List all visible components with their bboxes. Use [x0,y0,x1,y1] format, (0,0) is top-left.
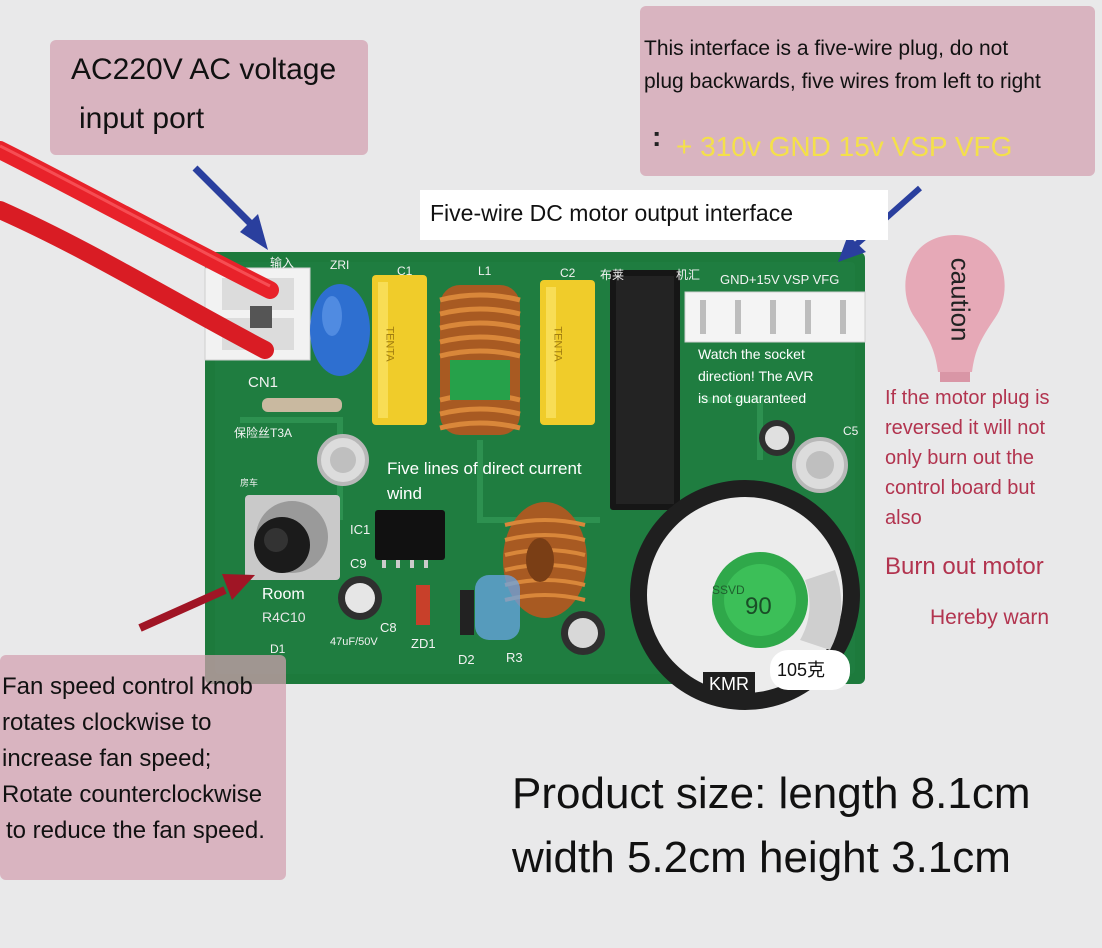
silk-jihui: 机汇 [676,268,701,282]
silk-input: 输入 [270,256,295,270]
inductor-2 [503,502,587,618]
silk-connector: GND+15V VSP VFG [720,272,840,287]
weight-label: 105克 [777,660,826,680]
room-label: Room [262,586,305,603]
silk-cn1: CN1 [248,374,279,391]
silk-zri: ZRI [330,258,350,272]
blue-varistor [310,284,370,376]
silk-ic1: IC1 [350,522,371,537]
silk-cap-rating: 47uF/50V [330,636,378,648]
socket-note-line1: Watch the socket [698,346,805,362]
socket-note-line2: direction! The AVR [698,368,814,384]
silk-fuse: 保险丝T3A [234,426,293,440]
silk-bulai: 布莱 [600,268,625,282]
brand-label: KMR [703,672,755,698]
socket-note-line3: is not guaranteed [698,390,807,406]
burn-motor-label: Burn out motor [885,553,1044,580]
arrow-ac-input [192,165,268,250]
silk-c5: C5 [843,424,859,438]
speed-knob [245,495,340,580]
ic1-chip [375,510,445,560]
inductor-l1 [439,285,521,435]
silk-r3: R3 [506,650,523,665]
fan-knob-line1: Fan speed control knob [2,673,253,700]
red-wires [0,141,279,359]
wire-order-label: + 310v GND 15v VSP VFG [676,131,1013,162]
five-wire-plug-callout [640,6,1095,176]
fan-knob-line4: Rotate counterclockwise [2,781,263,808]
warning-line4: control board but [885,477,1036,499]
room-sub-label: R4C10 [262,609,306,625]
fuse [262,398,342,412]
ac-input-line2: input port [79,102,205,135]
silk-c2: C2 [560,266,576,280]
fan-knob-line3: increase fan speed; [2,745,212,772]
warning-line5: also [885,507,922,529]
silk-d1: D1 [270,642,286,656]
product-size-line2: width 5.2cm height 3.1cm [512,833,1011,882]
arrow-knob [138,574,255,632]
five-wire-plug-colon: : [652,121,662,152]
cap-value: 90 [745,593,772,620]
dc-wind-line1: Five lines of direct current [387,459,582,478]
warning-line1: If the motor plug is [885,387,1050,409]
warning-line2: reversed it will not [885,417,1046,439]
dc-wind-line2: wind [387,484,422,503]
caution-label: caution [945,257,976,342]
silk-zd1: ZD1 [411,636,436,651]
five-wire-plug-line2: plug backwards, five wires from left to … [644,70,1041,93]
ac-input-line1: AC220V AC voltage [71,53,337,86]
silk-fangche: 房车 [240,478,259,488]
motor-output-label: Five-wire DC motor output interface [430,200,794,226]
product-size-line1: Product size: length 8.1cm [512,769,1031,818]
warning-line3: only burn out the [885,447,1034,469]
fan-knob-line2: rotates clockwise to [2,709,212,736]
silk-d2: D2 [458,652,475,667]
weight-box [770,650,850,690]
silk-c1: C1 [397,264,413,278]
silk-l1: L1 [478,264,492,278]
silk-tenta-c2: TENTA [551,326,564,362]
fan-knob-line5: to reduce the fan speed. [6,817,265,844]
motor-output-callout [420,190,888,240]
silk-c9: C9 [350,556,367,571]
silk-c8: C8 [380,620,397,635]
silk-tenta-c1: TENTA [383,326,396,362]
five-wire-plug-line1: This interface is a five-wire plug, do n… [644,37,1009,60]
caution-bulb [905,235,1005,382]
cap-code: SSVD [712,583,745,597]
fan-knob-callout [0,655,286,880]
hereby-warn-label: Hereby warn [930,606,1050,629]
ac-input-callout [50,40,368,155]
